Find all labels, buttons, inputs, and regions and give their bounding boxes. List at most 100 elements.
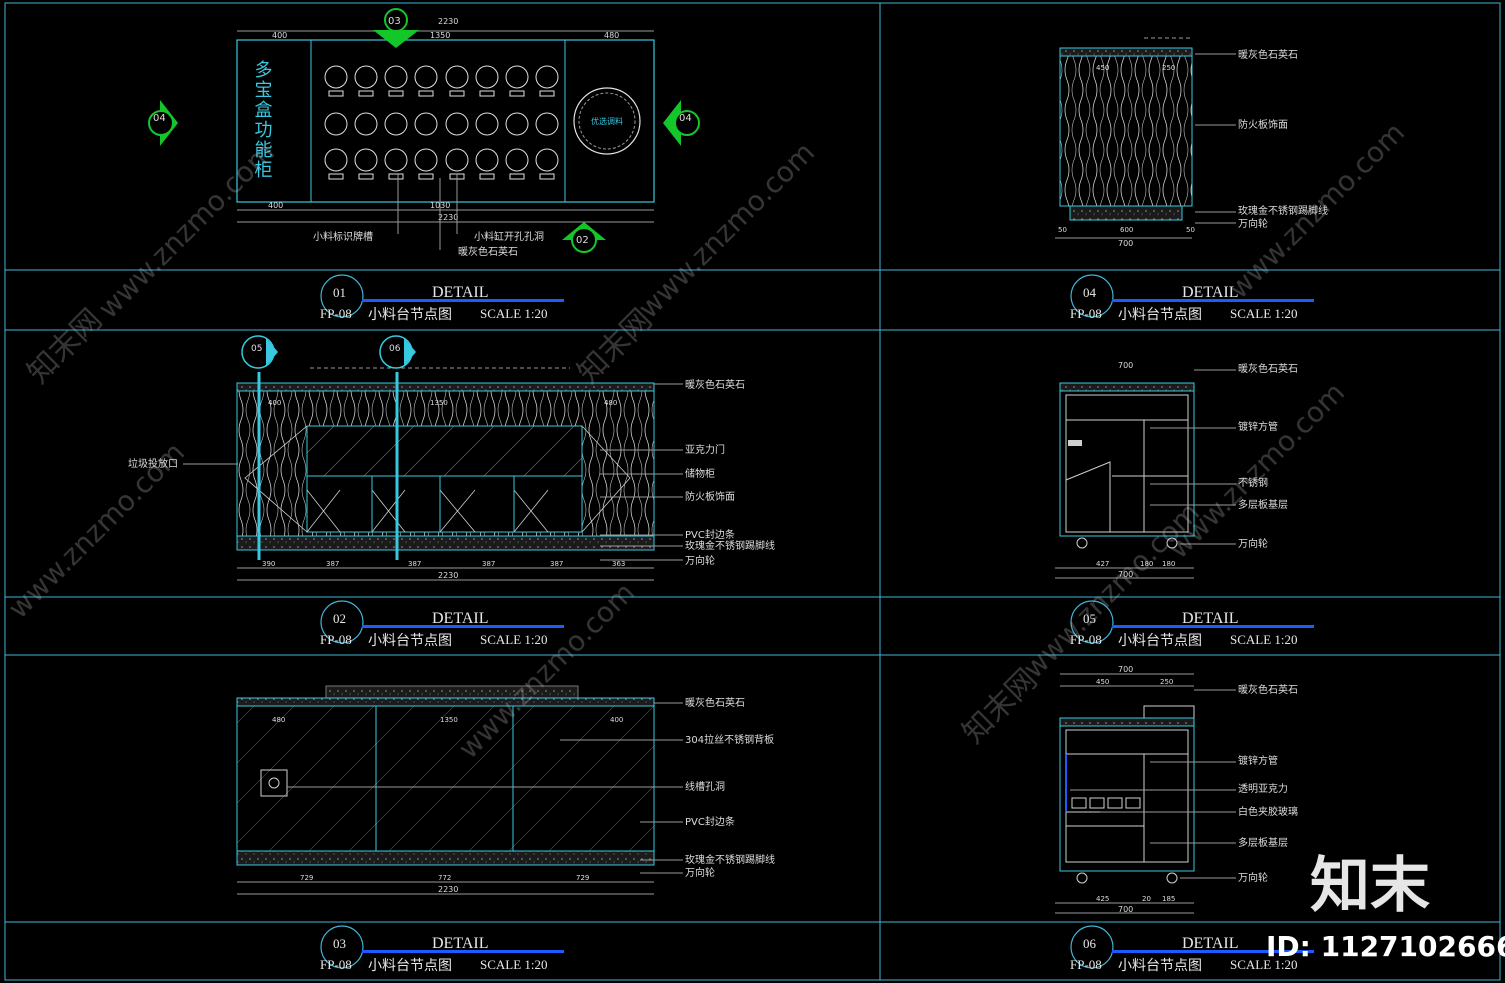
label-slot — [328, 173, 344, 180]
elev_04-dims_top-1: 250 — [1162, 64, 1175, 72]
elev_02-dims_top-2: 480 — [604, 399, 617, 407]
elev_02-callouts-5: 玫瑰金不锈钢踢脚线 — [685, 539, 775, 552]
elev_06-dims_bottom-1: 20 — [1142, 895, 1151, 903]
ingredient-bowl — [414, 148, 438, 172]
elev_03-callouts-4: 玫瑰金不锈钢踢脚线 — [685, 853, 775, 866]
elev_06-callouts-4: 多层板基层 — [1238, 836, 1288, 849]
title-block-code: FP-08 — [320, 632, 352, 647]
title-block-number: 04 — [1083, 285, 1097, 300]
ingredient-bowl — [354, 148, 378, 172]
plan-round-label: 优选调料 — [591, 116, 623, 126]
plan-dim-bottom-1: 400 — [268, 201, 283, 210]
e02-dim-bottom: 387 — [326, 560, 339, 568]
elev_06-dims_bottom-0: 425 — [1096, 895, 1109, 903]
title-block-detail: DETAIL — [432, 284, 488, 301]
title-block-number: 03 — [333, 936, 346, 951]
elev_02-callouts-6: 万向轮 — [685, 554, 715, 567]
ingredient-bowl — [505, 148, 529, 172]
section-05: 700 427 180 180 700 暖灰色石英石 镀锌方管 不锈钢 多层板基… — [1055, 361, 1298, 579]
section-marker-04-left: 04 — [148, 100, 178, 146]
title-block-number: 02 — [333, 611, 346, 626]
elev_03-callouts-1: 304拉丝不锈钢背板 — [685, 733, 774, 746]
label-slot — [479, 90, 495, 97]
e04-callout-1: 暖灰色石英石 — [1238, 48, 1298, 61]
plan-01: 400 1350 480 2230 400 1030 2230 多宝盒功能柜 优… — [148, 8, 700, 258]
label-slot — [388, 90, 404, 97]
label-slot — [358, 90, 374, 97]
plan-dim-top-1: 400 — [272, 31, 287, 40]
plan-callout-hole: 小料缸开孔孔洞 — [474, 230, 544, 243]
elev_05-dims_bottom-0: 427 — [1096, 560, 1109, 568]
e04-callout-3: 玫瑰金不锈钢踢脚线 — [1238, 204, 1328, 217]
watermark-url-1: www.znzmo.com — [92, 136, 281, 325]
title-block-detail: DETAIL — [1182, 610, 1238, 627]
title-block-scale: SCALE 1:20 — [480, 306, 548, 321]
label-slot — [388, 173, 404, 180]
ingredient-bowl — [414, 112, 438, 136]
e04-callout-2: 防火板饰面 — [1238, 118, 1288, 131]
elev_02-callouts-2: 储物柜 — [685, 467, 715, 480]
ingredient-bowl — [384, 112, 408, 136]
section-marker-04-right: 04 — [663, 100, 700, 146]
elev_06-total: 700 — [1118, 905, 1133, 914]
e02-dim-bottom: 387 — [550, 560, 563, 568]
title-block-name: 小料台节点图 — [1118, 958, 1202, 974]
elev_02-markers-1: 06 — [389, 344, 401, 354]
elev_02-markers-0: 05 — [251, 344, 262, 354]
title-block-detail: DETAIL — [432, 935, 488, 952]
elev_06-callouts-0: 暖灰色石英石 — [1238, 683, 1298, 696]
watermark: 知末网 www.znzmo.com www.znzmo.com 知末网 www.… — [2, 116, 1411, 765]
brand-logo: 知末 ID: 1127102666 — [1266, 851, 1505, 963]
title-block-name: 小料台节点图 — [1118, 633, 1202, 649]
title-block-code: FP-08 — [1070, 957, 1102, 972]
elev_02-callouts-4: PVC封边条 — [685, 528, 735, 541]
section-marker-05: 05 — [241, 335, 278, 369]
label-slot — [479, 173, 495, 180]
e02-dim-bottom: 363 — [612, 560, 625, 568]
e02-dim-bottom: 390 — [262, 560, 275, 568]
elev_05-total: 700 — [1118, 570, 1133, 579]
elev_06-callouts-2: 透明亚克力 — [1238, 782, 1288, 795]
elev_03-dims_top-1: 1350 — [440, 716, 458, 724]
elev_03-callouts-0: 暖灰色石英石 — [685, 696, 745, 709]
plan-dim-total-top: 2230 — [438, 17, 458, 26]
elevation-04: 700 450 250 50 600 50 暖灰色石英石 防火板饰面 玫瑰金不锈… — [1055, 37, 1328, 248]
elev_03-callouts-2: 线槽孔洞 — [685, 780, 725, 793]
elev_05-callouts-4: 万向轮 — [1238, 537, 1268, 550]
elev_06-callouts-1: 镀锌方管 — [1238, 754, 1278, 767]
title-block-name: 小料台节点图 — [368, 958, 452, 974]
ingredient-bowl — [535, 148, 559, 172]
elev_05-callouts-0: 暖灰色石英石 — [1238, 362, 1298, 375]
plan-vertical-title: 多宝盒功能柜 — [252, 60, 273, 180]
plan_01-markers-left: 04 — [153, 113, 166, 124]
brand-id-text: ID: 1127102666 — [1266, 930, 1505, 963]
ingredient-bowl — [535, 65, 559, 89]
title-block-code: FP-08 — [320, 306, 352, 321]
elev_04-dims_top-0: 450 — [1096, 64, 1109, 72]
title-block-number: 05 — [1083, 611, 1096, 626]
label-slot — [358, 173, 374, 180]
ingredient-bowl — [324, 148, 348, 172]
ingredient-bowl — [445, 148, 469, 172]
elev_05-dims_top-0: 700 — [1118, 361, 1133, 370]
ingredient-bowl — [475, 148, 499, 172]
e02-dim-total: 2230 — [438, 571, 458, 580]
elev_02-callouts-3: 防火板饰面 — [685, 490, 735, 503]
watermark-url-3: www.znzmo.com — [632, 136, 821, 325]
title-block-detail: DETAIL — [432, 610, 488, 627]
ingredient-bowl — [324, 65, 348, 89]
plan_01-markers-right: 04 — [679, 113, 692, 124]
label-slot — [418, 90, 434, 97]
title-block-scale: SCALE 1:20 — [1230, 632, 1298, 647]
plan-ingredient-bowls — [324, 65, 559, 180]
elev_04-dims_bottom-2: 50 — [1186, 226, 1195, 234]
section-marker-03: 03 — [373, 8, 419, 48]
plan-dim-top-2: 1350 — [430, 31, 450, 40]
e04-dim-total: 700 — [1118, 239, 1133, 248]
ingredient-bowl — [445, 112, 469, 136]
